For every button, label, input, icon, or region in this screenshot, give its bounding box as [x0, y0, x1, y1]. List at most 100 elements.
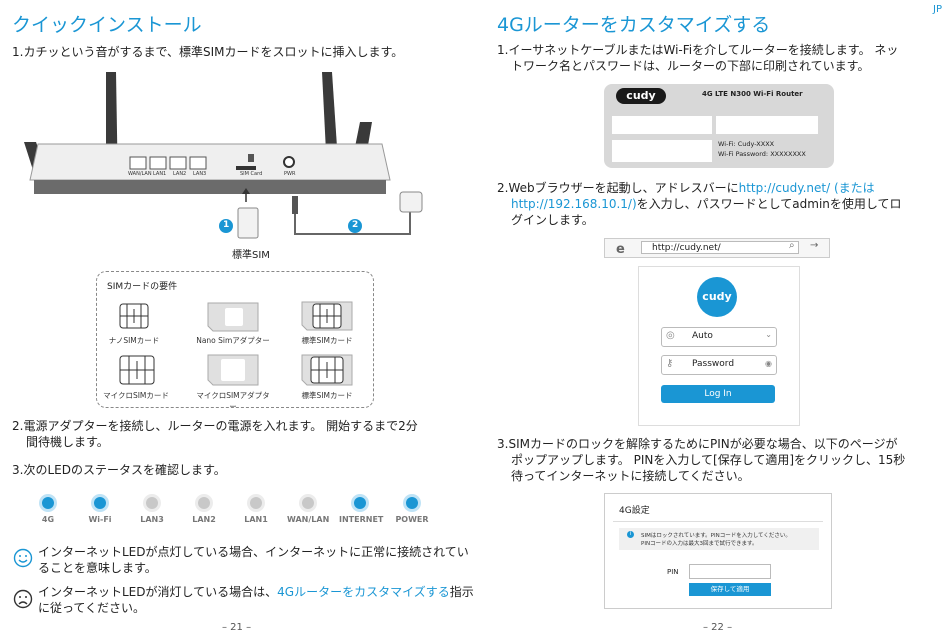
step-text: イーサネットケーブルまたはWi-Fiを介してルーターを接続します。 ネッ: [508, 43, 899, 57]
sim-item-label: 標準SIMカード: [301, 336, 353, 345]
led-indicator: LAN2: [183, 497, 225, 524]
led-dot-icon: [250, 497, 262, 509]
url-text: http://cudy.net/: [652, 243, 721, 253]
step-3-right: 3.SIMカードのロックを解除するためにPINが必要な場合、以下のページが ポッ…: [497, 436, 905, 484]
led-indicator: LAN3: [131, 497, 173, 524]
step-text: カチッという音がするまで、標準SIMカードをスロットに挿入します。: [23, 45, 404, 59]
router-rear-illustration: [24, 72, 423, 239]
sim-requirements-box: SIMカードの要件 ナノSIMカード Nano Simアダプター 標準SIMカー…: [96, 271, 374, 411]
led-dot-icon: [302, 497, 314, 509]
step-text: 次のLEDのステータスを確認します。: [23, 463, 226, 477]
step-text: 待ってインターネットに接続してください。: [511, 469, 750, 483]
router-body: [29, 143, 391, 181]
note-led-off: インターネットLEDが消灯している場合は、4Gルーターをカスタマイズする指示に従…: [38, 584, 474, 616]
pin-dialog: 4G設定 i SIMはロックされています。PINコードを入力してください。 PI…: [604, 493, 832, 609]
ip-link[interactable]: http://192.168.10.1/): [511, 197, 637, 211]
port-label: LAN2: [173, 171, 187, 177]
sim-item-label: マイクロSIMカード: [103, 391, 169, 400]
customize-link[interactable]: 4Gルーターをカスタマイズする: [277, 585, 450, 599]
led-indicator: 4G: [27, 497, 69, 524]
power-port: [283, 156, 295, 168]
page-number: – 21 –: [222, 622, 252, 633]
svg-text:e: e: [616, 242, 625, 255]
sim-label: 標準SIM: [232, 250, 270, 261]
router-label-card: cudy 4G LTE N300 Wi-Fi Router Wi-Fi: Cud…: [604, 84, 834, 168]
led-label: LAN2: [192, 515, 216, 524]
step-number: 2.: [12, 419, 24, 433]
callout-2: [348, 219, 362, 233]
page-title: クイックインストール: [12, 14, 202, 36]
led-label: Wi-Fi: [88, 515, 112, 524]
save-apply-button[interactable]: 保存して適用: [689, 583, 771, 596]
step-text: トワーク名とパスワードは、ルーターの下部に印刷されています。: [511, 59, 870, 73]
globe-icon: ◎: [666, 330, 675, 341]
led-indicator: POWER: [391, 497, 433, 524]
port-label: WAN/LAN: [128, 171, 152, 177]
step-text: グインします。: [511, 213, 594, 227]
sim-card: [237, 207, 259, 239]
led-dot-icon: [146, 497, 158, 509]
page-title: 4Gルーターをカスタマイズする: [497, 14, 771, 36]
step-number: 2.: [497, 181, 509, 195]
cudy-logo: cudy: [616, 88, 666, 104]
led-dot-icon: [406, 497, 418, 509]
step-2: 2.電源アダプターを接続し、ルーターの電源を入れます。 開始するまで2分 間待機…: [12, 418, 418, 450]
sim-slot: [236, 166, 256, 170]
step-2-right: 2.Webブラウザーを起動し、アドレスバーにhttp://cudy.net/ (…: [497, 180, 902, 228]
led-dot-icon: [42, 497, 54, 509]
sim-requirements-title: SIMカードの要件: [107, 282, 178, 292]
language-value: Auto: [692, 331, 713, 341]
login-button[interactable]: Log In: [661, 385, 775, 403]
left-page: クイックインストール 1.カチッという音がするまで、標準SIMカードをスロットに…: [12, 14, 474, 633]
browser-e-icon: e: [616, 242, 625, 255]
dialog-title: 4G設定: [619, 506, 650, 516]
led-dot-icon: [354, 497, 366, 509]
pin-label: PIN: [667, 568, 679, 576]
standard-sim-icon: [301, 354, 353, 386]
pin-input[interactable]: [689, 564, 771, 579]
ethernet-ports: [129, 156, 207, 170]
note-text: 指示: [449, 585, 474, 599]
step-number: 1.: [497, 43, 509, 57]
sim-slot-label: SIM Card: [240, 171, 263, 177]
pin-info-box: i SIMはロックされています。PINコードを入力してください。 PINコードの…: [619, 528, 819, 550]
password-placeholder: Password: [692, 359, 735, 369]
micro-adapter-icon: [207, 354, 259, 386]
router-model: 4G LTE N300 Wi-Fi Router: [702, 90, 803, 98]
wifi-name: Wi-Fi: Cudy-XXXX: [718, 140, 775, 148]
led-indicator: LAN1: [235, 497, 277, 524]
step-number: 1.: [12, 45, 24, 59]
step-text: 電源アダプターを接続し、ルーターの電源を入れます。 開始するまで2分: [23, 419, 418, 433]
nano-adapter-icon: [207, 302, 259, 332]
micro-sim-icon: [119, 355, 155, 385]
led-indicator: INTERNET: [339, 497, 384, 524]
chevron-down-icon: ⌄: [765, 330, 772, 339]
go-arrow-icon[interactable]: →: [810, 240, 819, 251]
sim-item-label: Nano Simアダプター: [196, 336, 270, 345]
nano-sim-icon: [119, 303, 149, 329]
step-text: を入力し、パスワードとしてadminを使用してロ: [636, 197, 902, 211]
note-text: インターネットLEDが点灯している場合、インターネットに正常に接続されてい: [38, 545, 469, 559]
step-3: 3.次のLEDのステータスを確認します。: [12, 462, 226, 478]
language-select[interactable]: ◎ Auto ⌄: [661, 327, 777, 347]
led-label: INTERNET: [339, 515, 384, 524]
login-panel: cudy ◎ Auto ⌄ ⚷ Password ◉ Log In: [638, 266, 800, 426]
power-label: PWR: [284, 171, 296, 177]
search-icon[interactable]: ⌕: [789, 240, 795, 251]
password-field[interactable]: ⚷ Password ◉: [661, 355, 777, 375]
led-indicator: WAN/LAN: [287, 497, 329, 524]
eye-icon[interactable]: ◉: [765, 359, 772, 368]
browser-address-bar: e http://cudy.net/ ⌕ →: [604, 238, 830, 258]
url-field[interactable]: http://cudy.net/: [641, 241, 799, 254]
key-icon: ⚷: [666, 358, 674, 369]
step-text: ポップアップします。 PINを入力して[保存して適用]をクリックし、15秒: [511, 453, 906, 467]
info-icon: i: [627, 531, 634, 538]
step-1: 1.イーサネットケーブルまたはWi-Fiを介してルーターを接続します。 ネッ ト…: [497, 42, 898, 74]
note-text: に従ってください。: [38, 601, 146, 615]
info-text: SIMはロックされています。PINコードを入力してください。: [641, 533, 791, 539]
cudy-logo: cudy: [697, 277, 737, 317]
power-adapter: [399, 191, 423, 213]
cudy-net-link[interactable]: http://cudy.net/ (または: [738, 181, 875, 195]
port-label: LAN1: [153, 171, 167, 177]
wifi-password: Wi-Fi Password: XXXXXXXX: [718, 150, 806, 158]
